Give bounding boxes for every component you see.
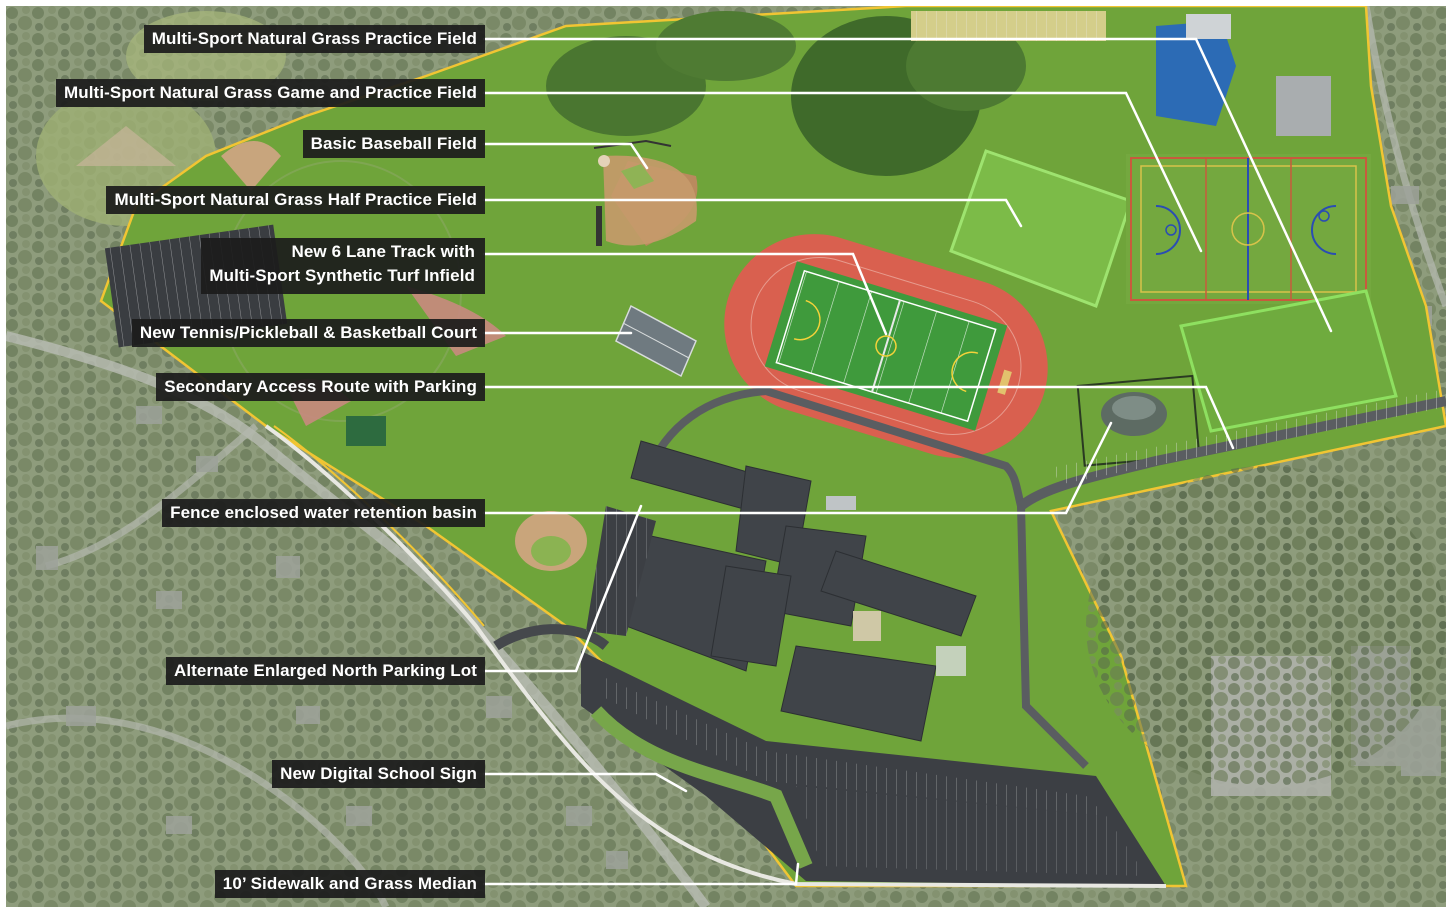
- callout-access: Secondary Access Route with Parking: [6, 373, 485, 401]
- aerial-site-plan: Multi-Sport Natural Grass Practice Field…: [6, 6, 1446, 907]
- callout-sidewalk: 10’ Sidewalk and Grass Median: [6, 870, 485, 898]
- label-school-sign: New Digital School Sign: [272, 760, 485, 788]
- label-access-route: Secondary Access Route with Parking: [156, 373, 485, 401]
- aerial-background: [6, 6, 1446, 907]
- label-track-line1: New 6 Lane Track with: [291, 242, 475, 261]
- label-baseball-field: Basic Baseball Field: [302, 130, 485, 158]
- label-half-practice-field: Multi-Sport Natural Grass Half Practice …: [106, 186, 485, 214]
- leader-lines: [482, 37, 1333, 886]
- label-grass-practice-field: Multi-Sport Natural Grass Practice Field: [143, 25, 485, 53]
- callout-baseball: Basic Baseball Field: [6, 130, 485, 158]
- callout-sign: New Digital School Sign: [6, 760, 485, 788]
- label-parking-lot: Alternate Enlarged North Parking Lot: [165, 657, 485, 685]
- callout-track: New 6 Lane Track with Multi-Sport Synthe…: [6, 238, 485, 294]
- callout-parking: Alternate Enlarged North Parking Lot: [6, 657, 485, 685]
- label-grass-game-field: Multi-Sport Natural Grass Game and Pract…: [55, 79, 485, 107]
- label-track-line2: Multi-Sport Synthetic Turf Infield: [209, 266, 475, 285]
- callout-half-field: Multi-Sport Natural Grass Half Practice …: [6, 186, 485, 214]
- callout-basin: Fence enclosed water retention basin: [6, 499, 485, 527]
- label-retention-basin: Fence enclosed water retention basin: [162, 499, 485, 527]
- label-sidewalk: 10’ Sidewalk and Grass Median: [214, 870, 485, 898]
- callout-tennis: New Tennis/Pickleball & Basketball Court: [6, 319, 485, 347]
- label-tennis-court: New Tennis/Pickleball & Basketball Court: [131, 319, 485, 347]
- callout-grass-practice: Multi-Sport Natural Grass Practice Field: [6, 25, 485, 53]
- label-track: New 6 Lane Track with Multi-Sport Synthe…: [201, 238, 485, 294]
- callout-grass-game: Multi-Sport Natural Grass Game and Pract…: [6, 79, 485, 107]
